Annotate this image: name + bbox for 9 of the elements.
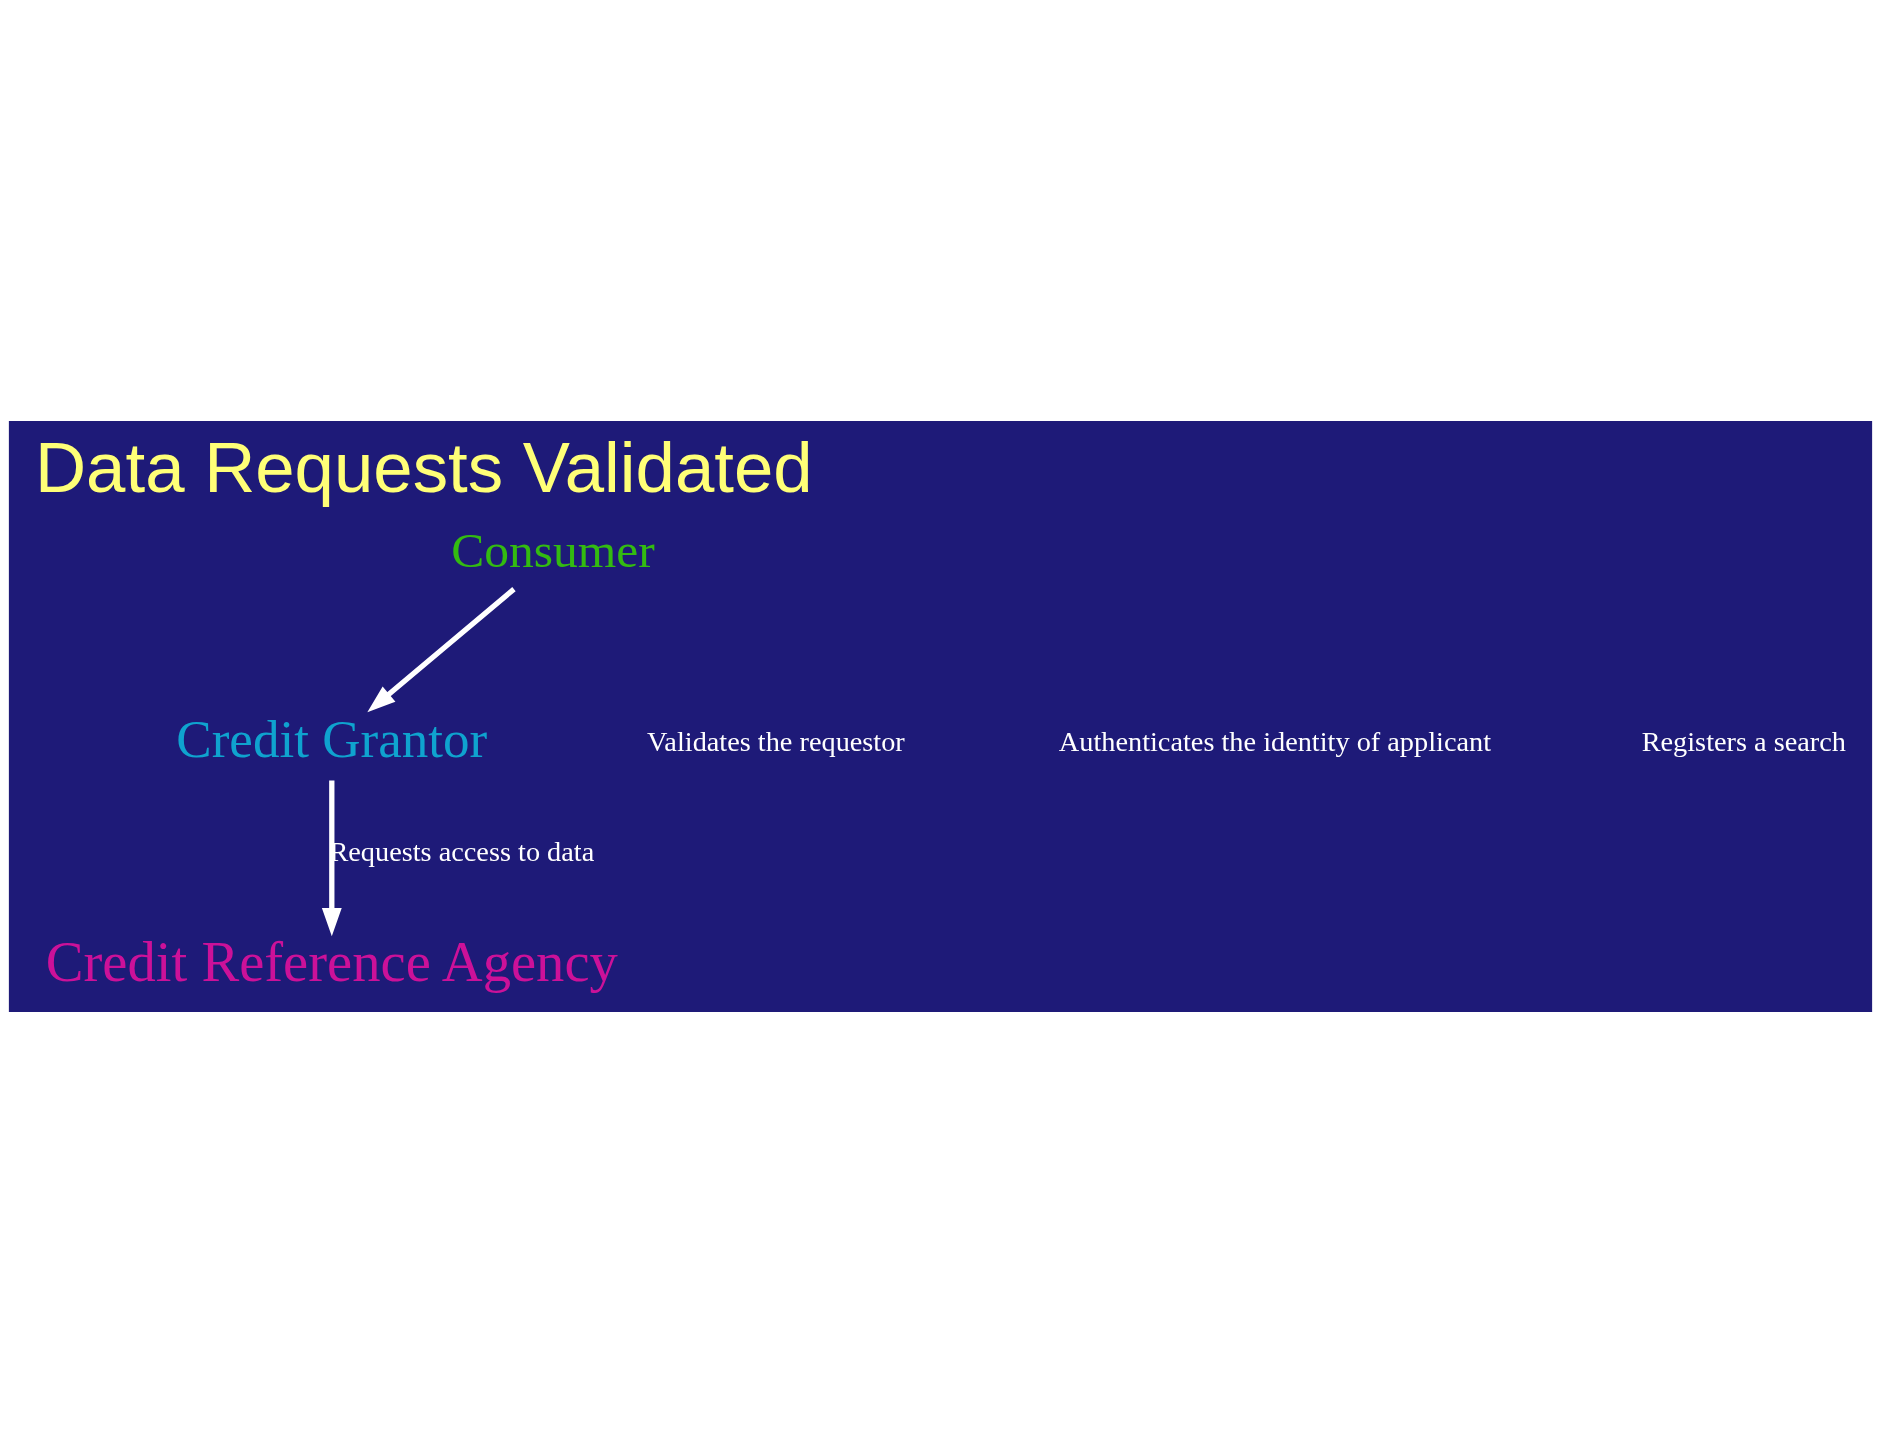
node-text: Credit Grantor	[176, 709, 488, 768]
diagram-title: Data Requests Validated	[35, 427, 813, 507]
node-text: Consumer	[451, 522, 655, 578]
label: Registers a search	[1641, 725, 1846, 757]
label: Validates the requestor	[647, 725, 905, 757]
label: Authenticates the identity of applicant	[1058, 725, 1492, 757]
node-text: Credit Reference Agency	[45, 930, 618, 993]
arrow	[321, 779, 342, 936]
arrow	[367, 586, 516, 712]
